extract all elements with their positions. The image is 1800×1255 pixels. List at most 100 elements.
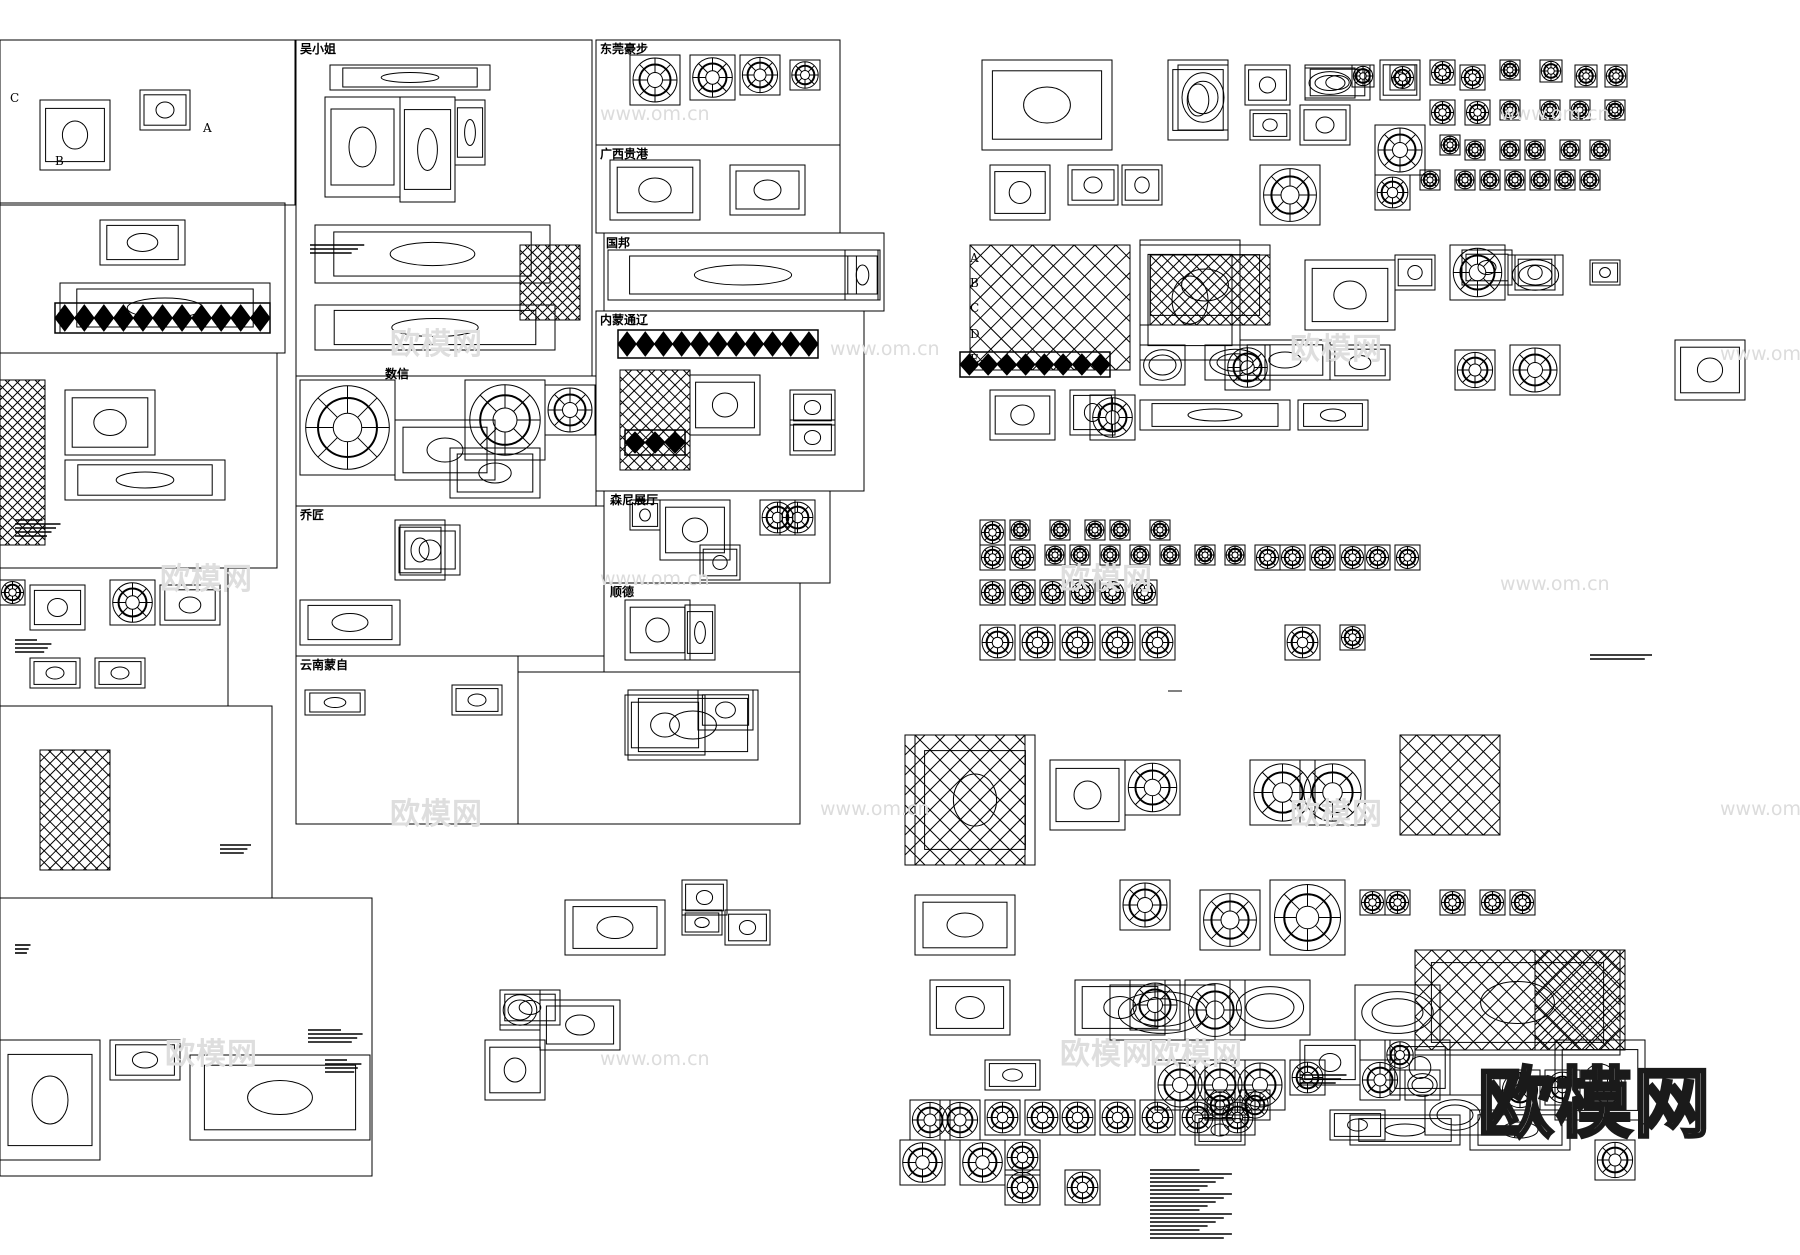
medallion-drawing <box>624 694 706 756</box>
row-letter: C <box>970 301 980 315</box>
medallion-drawing <box>1604 99 1626 121</box>
watermark-cn: 欧模网 <box>390 797 483 832</box>
medallion-drawing <box>314 224 551 284</box>
medallion-drawing <box>1069 544 1091 566</box>
medallion-drawing <box>1499 99 1521 121</box>
medallion-drawing <box>1424 1094 1486 1136</box>
medallion-drawing <box>1004 1169 1041 1206</box>
medallion-drawing <box>959 351 1111 378</box>
medallion-drawing <box>15 639 52 653</box>
medallion-drawing <box>899 1139 946 1186</box>
medallion-drawing <box>914 894 1016 956</box>
medallion-drawing <box>1509 344 1561 396</box>
medallion-drawing <box>1339 544 1366 571</box>
medallion-drawing <box>1099 1099 1136 1136</box>
medallion-drawing <box>989 389 1056 441</box>
medallion-drawing <box>1099 544 1121 566</box>
medallion-drawing <box>1131 579 1158 606</box>
medallion-drawing <box>1099 579 1126 606</box>
medallion-drawing <box>1574 64 1598 88</box>
medallion-drawing <box>1159 544 1181 566</box>
medallion-drawing <box>499 989 561 1026</box>
medallion-drawing <box>1499 59 1521 81</box>
watermark-cn: 欧模网 <box>160 562 253 597</box>
watermark-url: www.om.cn <box>1720 343 1800 365</box>
medallion-drawing <box>0 1039 101 1161</box>
medallion-drawing <box>1454 349 1496 391</box>
medallion-drawing <box>454 99 486 166</box>
medallion-drawing <box>1529 169 1551 191</box>
medallion-drawing <box>1009 519 1031 541</box>
row-letter: A <box>970 251 979 265</box>
medallion-drawing <box>1374 174 1411 211</box>
watermark-cn: 欧模网 <box>1290 332 1383 367</box>
medallion-drawing <box>1309 544 1336 571</box>
medallion-drawing <box>1439 889 1466 916</box>
medallion-drawing <box>1139 624 1176 661</box>
medallion-drawing <box>1099 624 1136 661</box>
medallion-drawing <box>0 579 26 606</box>
medallion-drawing <box>1009 579 1036 606</box>
medallion-drawing <box>1194 544 1216 566</box>
medallion-drawing <box>617 329 819 359</box>
medallion-drawing <box>959 1139 1006 1186</box>
medallion-drawing <box>1129 979 1181 1031</box>
medallion-drawing <box>1067 164 1119 206</box>
medallion-drawing <box>1004 1139 1041 1176</box>
medallion-drawing <box>99 219 186 266</box>
medallion-drawing <box>544 384 596 436</box>
medallion-drawing <box>1297 399 1369 431</box>
medallion-drawing <box>697 689 754 731</box>
medallion-drawing <box>619 369 691 471</box>
medallion-drawing <box>1299 104 1351 146</box>
medallion-drawing <box>1507 254 1564 296</box>
medallion-drawing <box>689 54 736 101</box>
medallion-drawing <box>1019 624 1056 661</box>
medallion-drawing <box>979 579 1006 606</box>
medallion-drawing <box>689 374 761 436</box>
medallion-drawing <box>1284 624 1321 661</box>
medallion-drawing <box>1589 1069 1626 1106</box>
panel-label-dongguan: 东莞豪步 <box>600 42 649 56</box>
medallion-drawing <box>1109 519 1131 541</box>
medallion-drawing <box>1394 544 1421 571</box>
medallion-drawing <box>1594 1139 1636 1181</box>
medallion-drawing <box>399 524 461 576</box>
medallion-drawing <box>109 1039 181 1081</box>
section-letter: B <box>55 154 64 168</box>
medallion-drawing <box>39 99 111 171</box>
medallion-drawing <box>1069 579 1096 606</box>
watermark-url: www.om.cn <box>600 103 710 125</box>
watermark-cn: 欧模网 <box>390 327 483 362</box>
medallion-drawing <box>1559 139 1581 161</box>
medallion-drawing <box>724 909 771 946</box>
section-letter: A <box>203 121 212 135</box>
medallion-drawing <box>29 657 81 689</box>
medallion-drawing <box>1119 879 1171 931</box>
medallion-drawing <box>1524 139 1546 161</box>
medallion-drawing <box>1279 544 1306 571</box>
medallion-drawing <box>1439 134 1461 156</box>
medallion-drawing <box>609 159 701 221</box>
medallion-drawing <box>1084 519 1106 541</box>
medallion-drawing <box>1139 344 1186 386</box>
medallion-drawing <box>1304 259 1396 331</box>
medallion-drawing <box>979 519 1006 546</box>
medallion-drawing <box>1304 67 1356 99</box>
panel-label-shuxin: 数信 <box>385 367 410 381</box>
medallion-drawing <box>1179 1099 1216 1136</box>
medallion-drawing <box>1139 239 1241 361</box>
medallion-drawing <box>29 584 86 631</box>
medallion-drawing <box>979 544 1006 571</box>
medallion-drawing <box>109 579 156 626</box>
panel-frame <box>295 505 605 657</box>
medallion-drawing <box>1329 344 1391 381</box>
medallion-drawing <box>1224 344 1271 391</box>
medallion-drawing <box>1184 979 1246 1041</box>
panel-label-shunde: 顺德 <box>610 585 635 599</box>
medallion-drawing <box>1224 544 1246 566</box>
medallion-drawing <box>1414 949 1621 1051</box>
watermark-url: www.om.cn <box>1500 573 1610 595</box>
panel-frame <box>0 705 273 899</box>
medallion-drawing <box>310 244 365 254</box>
